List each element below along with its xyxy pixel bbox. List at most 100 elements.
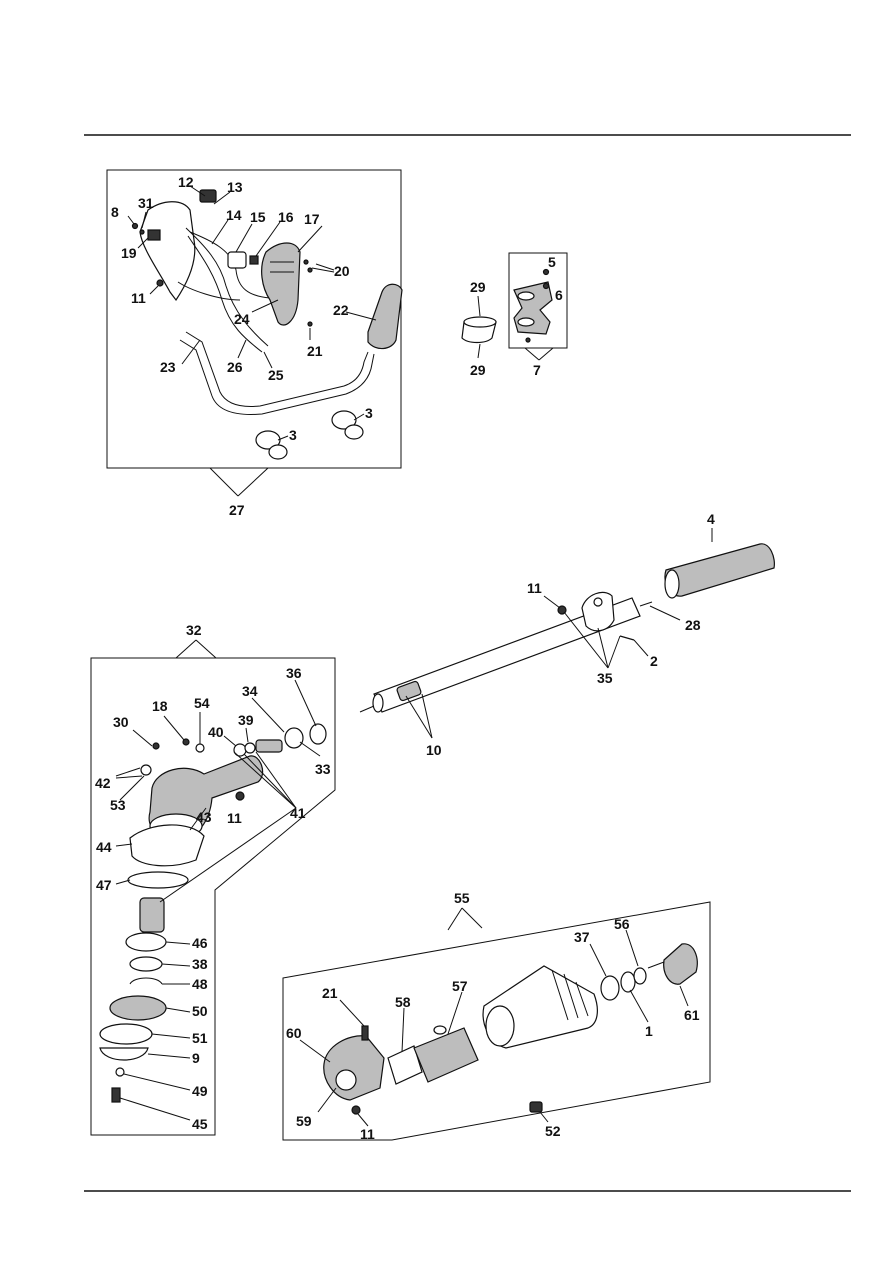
- callout-30: 30: [113, 714, 129, 730]
- callout-16: 16: [278, 209, 294, 225]
- screw-21: [307, 321, 313, 327]
- nut-11-clutch: [351, 1105, 361, 1115]
- callout-13: 13: [227, 179, 243, 195]
- tube-clamp-10: [396, 680, 422, 702]
- pinion-34: [255, 739, 283, 753]
- front-grip: [367, 283, 403, 350]
- callout-21-handle: 21: [307, 343, 323, 359]
- screw-5: [542, 268, 550, 276]
- callout-5: 5: [548, 254, 556, 270]
- washer-49: [115, 1067, 125, 1077]
- callout-17: 17: [304, 211, 320, 227]
- callout-39: 39: [238, 712, 254, 728]
- callout-43: 43: [196, 809, 212, 825]
- callout-37: 37: [574, 929, 590, 945]
- clutch-housing-group: 55 37 56 57 21 58 60 1 61 59 11 52: [282, 890, 711, 1142]
- bolt-18: [182, 738, 190, 746]
- callout-34: 34: [242, 683, 258, 699]
- bearing-39: [244, 742, 256, 754]
- callout-19: 19: [121, 245, 137, 261]
- callout-21-clutch: 21: [322, 985, 338, 1001]
- clutch-housing-frame: [282, 901, 711, 1141]
- callout-11-clutch: 11: [360, 1126, 375, 1142]
- ring-47: [127, 871, 189, 889]
- throttle-switch: [199, 189, 217, 203]
- callout-38: 38: [192, 956, 208, 972]
- circlip-48: [129, 977, 163, 985]
- gear-head-frame: [90, 657, 336, 1136]
- callout-44: 44: [96, 839, 112, 855]
- clamp-3-lower: [255, 430, 281, 450]
- bolt-45: [111, 1087, 121, 1103]
- sleeve-and-bracket-group: 29 29 5 6 7: [461, 252, 568, 378]
- callout-12: 12: [178, 174, 194, 190]
- callout-20: 20: [334, 263, 350, 279]
- callout-61: 61: [684, 1007, 700, 1023]
- handle-assembly-frame: [106, 169, 402, 469]
- lever-housing: [139, 201, 196, 302]
- clutch-61: [663, 943, 698, 985]
- bolt-30: [152, 742, 160, 750]
- callout-1: 1: [645, 1023, 653, 1039]
- bolt-2: [619, 635, 635, 641]
- callout-25: 25: [268, 367, 284, 383]
- nut-54: [195, 743, 205, 753]
- callout-54: 54: [194, 695, 210, 711]
- bearing-46: [125, 932, 167, 952]
- lever-stop: [147, 229, 161, 241]
- callout-8: 8: [111, 204, 119, 220]
- callout-6: 6: [555, 287, 563, 303]
- handle-assembly-group: 12 13 8 31 14 15 16 17 19 20 11 24 22 21…: [106, 169, 403, 518]
- callout-33: 33: [315, 761, 331, 777]
- callout-42: 42: [95, 775, 111, 791]
- clamp-3-upper: [331, 410, 357, 430]
- callout-50: 50: [192, 1003, 208, 1019]
- callout-53: 53: [110, 797, 126, 813]
- circlip-36: [309, 723, 327, 745]
- nut-11-upper: [156, 279, 164, 287]
- callout-52: 52: [545, 1123, 561, 1139]
- screw-20a: [303, 259, 309, 265]
- callout-46: 46: [192, 935, 208, 951]
- callout-45: 45: [192, 1116, 208, 1132]
- callout-14: 14: [226, 207, 242, 223]
- drive-shaft-group: 4 11 28 2 35 10: [359, 511, 775, 758]
- callout-11-shaft: 11: [527, 580, 542, 596]
- callout-3-lower: 3: [289, 427, 297, 443]
- tube-bracket-35: [581, 591, 615, 632]
- callout-29-top: 29: [470, 279, 486, 295]
- callout-58: 58: [395, 994, 411, 1010]
- bolt-21-clutch: [361, 1025, 369, 1041]
- gear-head-group: 32 36 34 18 54 30 39 40 33 42 53 43 11 4…: [90, 622, 336, 1136]
- callout-27: 27: [229, 502, 245, 518]
- stop-cable: [189, 231, 271, 299]
- handle-bar: [185, 331, 369, 407]
- nut-11-gear: [235, 791, 245, 801]
- callout-59: 59: [296, 1113, 312, 1129]
- bearing-37: [600, 975, 620, 1001]
- callout-60: 60: [286, 1025, 302, 1041]
- screw-31: [139, 229, 145, 235]
- callout-28: 28: [685, 617, 701, 633]
- holder-50: [109, 995, 167, 1021]
- callout-11-gear: 11: [227, 810, 242, 826]
- spindle-gear: [139, 897, 165, 933]
- callout-9: 9: [192, 1050, 200, 1066]
- callout-36: 36: [286, 665, 302, 681]
- callout-51: 51: [192, 1030, 208, 1046]
- callout-15: 15: [250, 209, 266, 225]
- callout-32: 32: [186, 622, 202, 638]
- callout-3-upper: 3: [365, 405, 373, 421]
- callout-57: 57: [452, 978, 468, 994]
- bearing-33: [284, 727, 304, 749]
- callout-31: 31: [138, 195, 154, 211]
- screw-20b: [307, 267, 313, 273]
- sleeve-58: [387, 1045, 423, 1085]
- callout-11-handle: 11: [131, 290, 146, 306]
- callout-55: 55: [454, 890, 470, 906]
- callout-24: 24: [234, 311, 250, 327]
- callout-48: 48: [192, 976, 208, 992]
- callout-26: 26: [227, 359, 243, 375]
- callout-47: 47: [96, 877, 112, 893]
